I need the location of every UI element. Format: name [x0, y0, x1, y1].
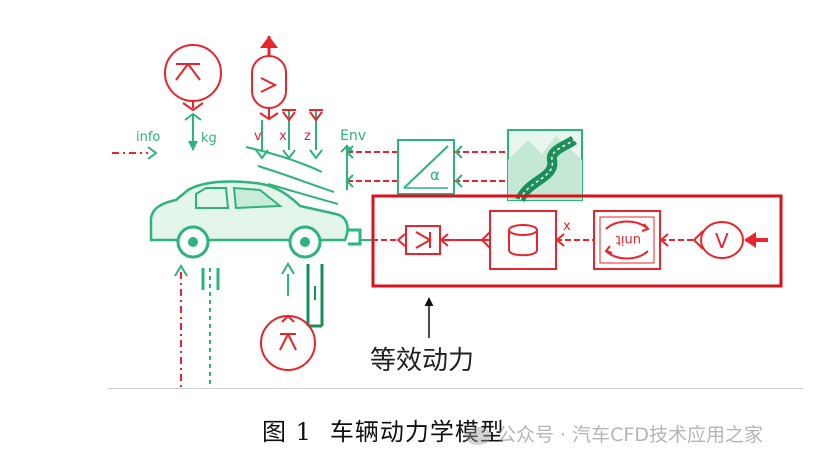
car-icon	[149, 180, 372, 259]
alpha-label: α	[430, 166, 440, 184]
watermark: 公众号 · 汽车CFD技术应用之家	[465, 420, 763, 447]
k-sensor-icon	[260, 314, 316, 371]
road-environment-icon	[507, 129, 583, 203]
unit-conversion-icon: unit	[593, 210, 696, 270]
motion-signal-ports: v x z	[254, 109, 323, 160]
unit-label: unit	[616, 232, 641, 247]
figure-title: 车辆动力学模型	[329, 418, 505, 446]
env-ports: Env	[340, 128, 398, 190]
callout-label: 等效动力	[370, 346, 475, 376]
table-lookup-icon: x	[489, 210, 594, 270]
gain-block-icon: α	[397, 139, 508, 195]
x-signal-label: x	[563, 219, 571, 234]
mass-sensor-icon: kg	[164, 44, 222, 151]
k-gain-block	[372, 225, 491, 255]
z-label: z	[304, 129, 311, 144]
kg-label: kg	[201, 131, 217, 146]
velocity-sensor-icon	[251, 36, 287, 121]
velocity-source-icon: V	[692, 221, 768, 259]
airflow-lines	[245, 146, 339, 205]
env-label: Env	[340, 128, 366, 144]
v-label: v	[254, 129, 262, 144]
wechat-logo-icon	[465, 426, 491, 445]
figure-caption: 图 1 车辆动力学模型	[262, 412, 505, 447]
x-label: x	[279, 129, 287, 144]
ground-signal-lines	[174, 262, 324, 388]
watermark-text: 公众号 · 汽车CFD技术应用之家	[497, 424, 763, 446]
figure-number: 图 1	[262, 418, 312, 446]
info-port: info	[112, 130, 160, 160]
caption-divider	[108, 388, 803, 389]
info-label: info	[136, 130, 160, 145]
v-source-label: V	[715, 229, 729, 253]
